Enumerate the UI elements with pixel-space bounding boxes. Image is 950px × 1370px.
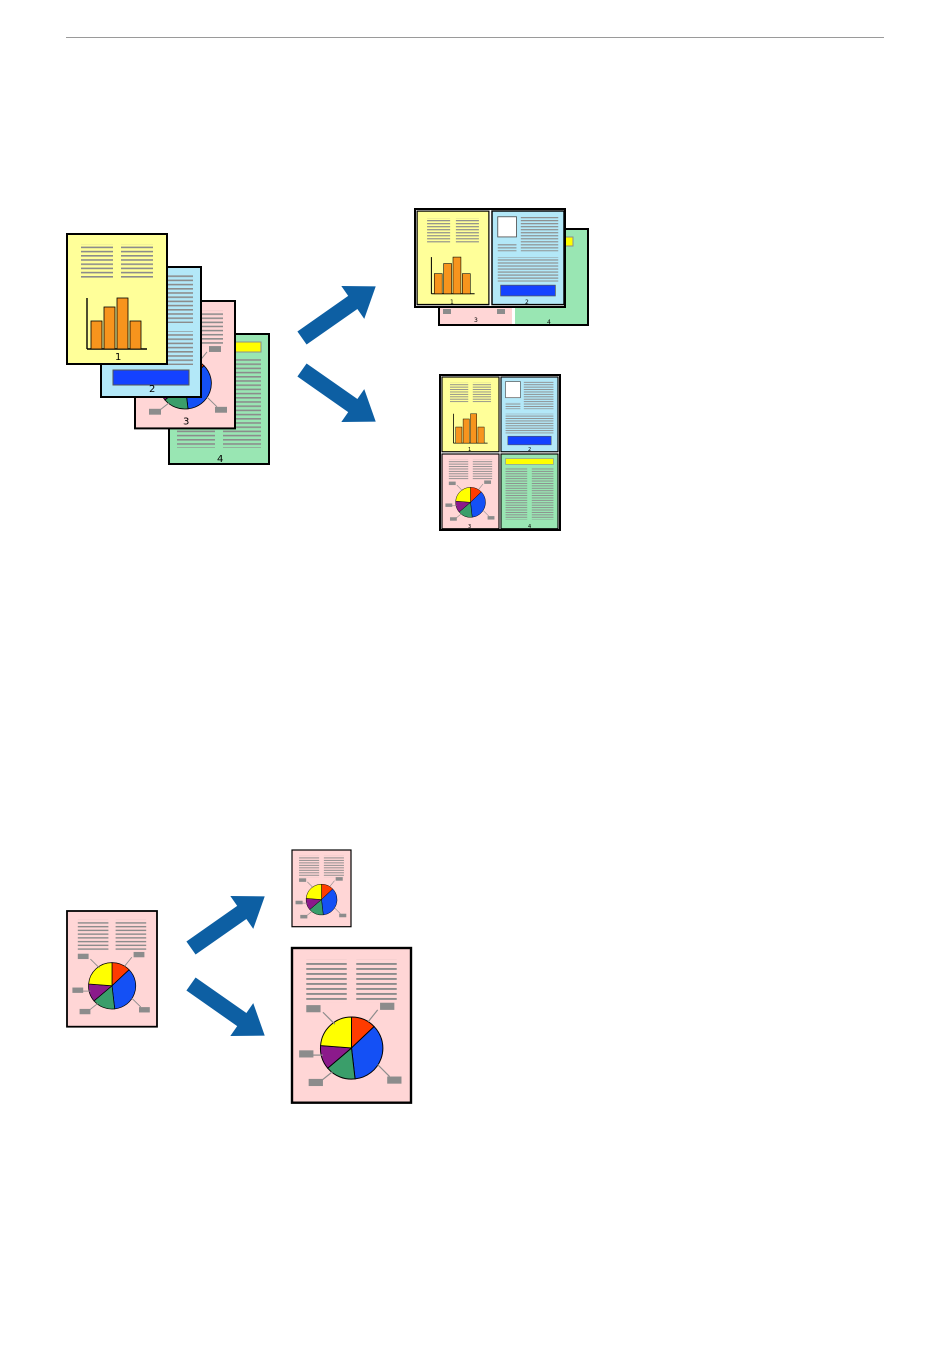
arrow-up-right bbox=[291, 270, 388, 354]
page-1-label: 1 bbox=[115, 352, 121, 363]
scale-source-page bbox=[67, 911, 157, 1027]
sheet-front-label-1: 1 bbox=[450, 299, 454, 306]
sheet-back-label-3: 3 bbox=[474, 317, 478, 324]
page-3-label: 3 bbox=[183, 417, 189, 428]
sheet-front-label-2: 2 bbox=[525, 299, 529, 306]
page-1-source: 1 bbox=[67, 234, 167, 364]
sheet-back-label-4: 4 bbox=[547, 319, 551, 326]
front-sheet: 1 2 bbox=[415, 209, 565, 307]
enlarged-page bbox=[292, 948, 411, 1103]
stacked-pages: 4 3 2 1 bbox=[67, 234, 269, 465]
page-4-label: 4 bbox=[217, 454, 223, 465]
quad-label-4: 4 bbox=[528, 524, 531, 530]
reduced-page bbox=[292, 850, 351, 927]
quad-label-3: 3 bbox=[468, 524, 471, 530]
four-up-result: 1 2 3 4 bbox=[440, 375, 560, 530]
arrow-down-right bbox=[291, 354, 388, 438]
page-2-label: 2 bbox=[149, 384, 155, 395]
quad-label-1: 1 bbox=[468, 447, 471, 453]
arrow-enlarge bbox=[180, 968, 277, 1052]
arrow-reduce bbox=[180, 880, 277, 964]
two-up-result: 3 4 1 2 bbox=[415, 209, 588, 326]
quad-label-2: 2 bbox=[528, 447, 531, 453]
